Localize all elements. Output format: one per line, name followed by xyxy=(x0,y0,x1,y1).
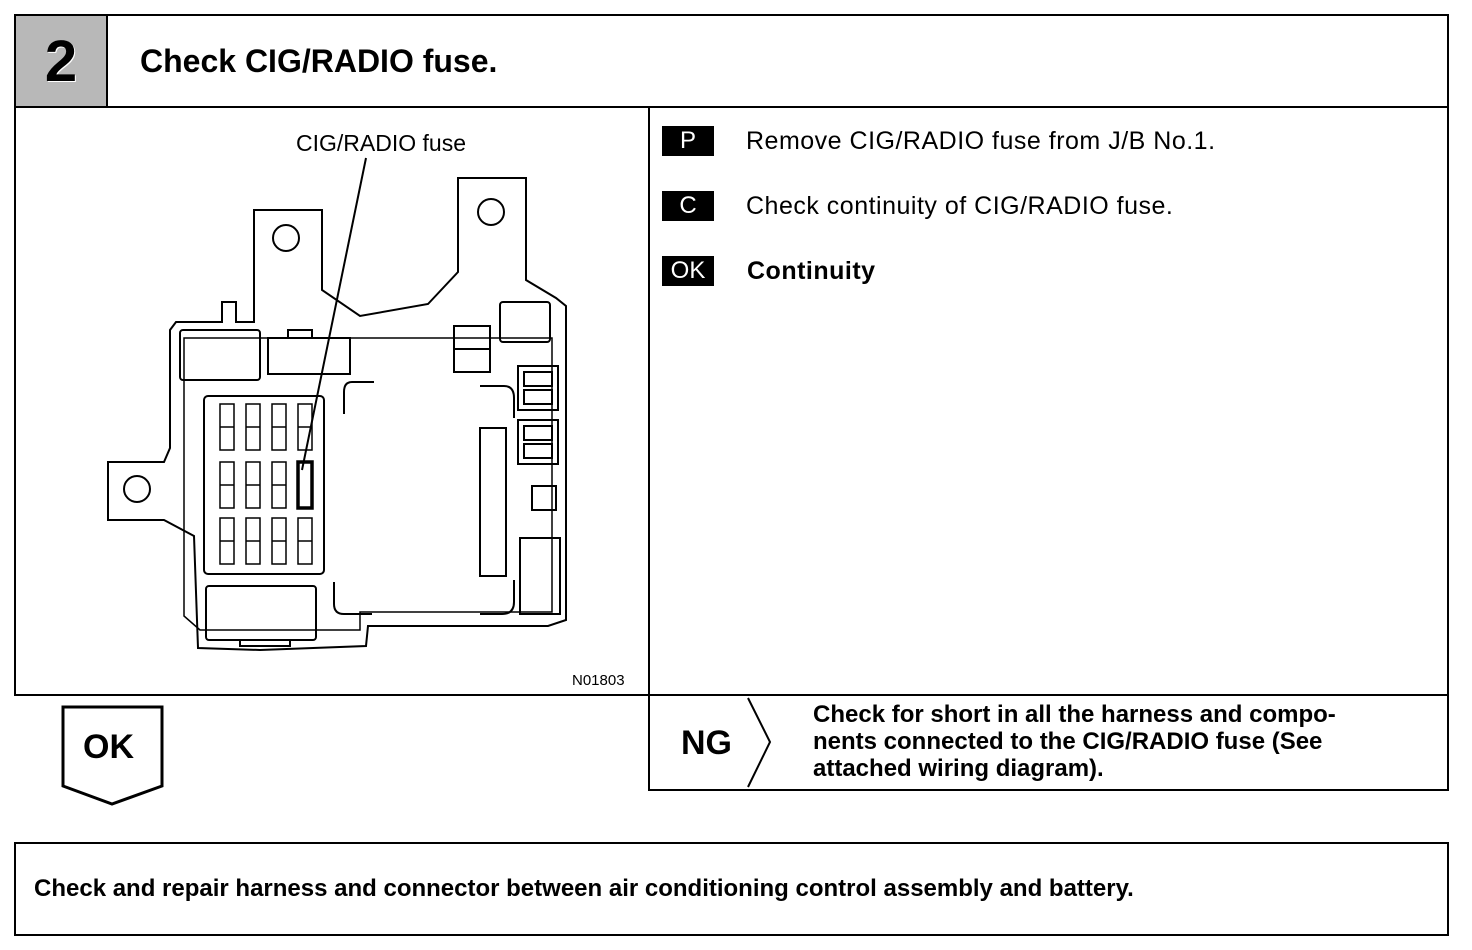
ng-result-label: NG xyxy=(681,724,732,762)
procedure-text-p: Remove CIG/RADIO fuse from J/B No.1. xyxy=(746,127,1216,155)
ok-arrow-shape xyxy=(61,705,164,806)
next-action-box: Check and repair harness and connector b… xyxy=(14,842,1449,936)
ng-chevron xyxy=(747,697,772,788)
ng-instruction-line: attached wiring diagram). xyxy=(813,755,1104,782)
ng-instruction: Check for short in all the harness and c… xyxy=(813,701,1336,782)
procedure-tag-ok: OK xyxy=(662,256,714,286)
figure-code: N01803 xyxy=(572,672,625,689)
ng-instruction-line: Check for short in all the harness and c… xyxy=(813,701,1336,728)
ng-result-box xyxy=(648,694,1449,791)
procedure-tag-p: P xyxy=(662,126,714,156)
procedure-text-ok: Continuity xyxy=(747,257,876,285)
ok-result-label: OK xyxy=(83,728,134,766)
junction-block-diagram xyxy=(107,157,567,652)
step-number: 2 xyxy=(16,16,108,106)
procedure-text-c: Check continuity of CIG/RADIO fuse. xyxy=(746,192,1174,220)
step-title: Check CIG/RADIO fuse. xyxy=(140,42,498,79)
fuse-callout-label: CIG/RADIO fuse xyxy=(296,130,466,156)
ng-instruction-line: nents connected to the CIG/RADIO fuse (S… xyxy=(813,728,1323,755)
procedure-tag-c: C xyxy=(662,191,714,221)
